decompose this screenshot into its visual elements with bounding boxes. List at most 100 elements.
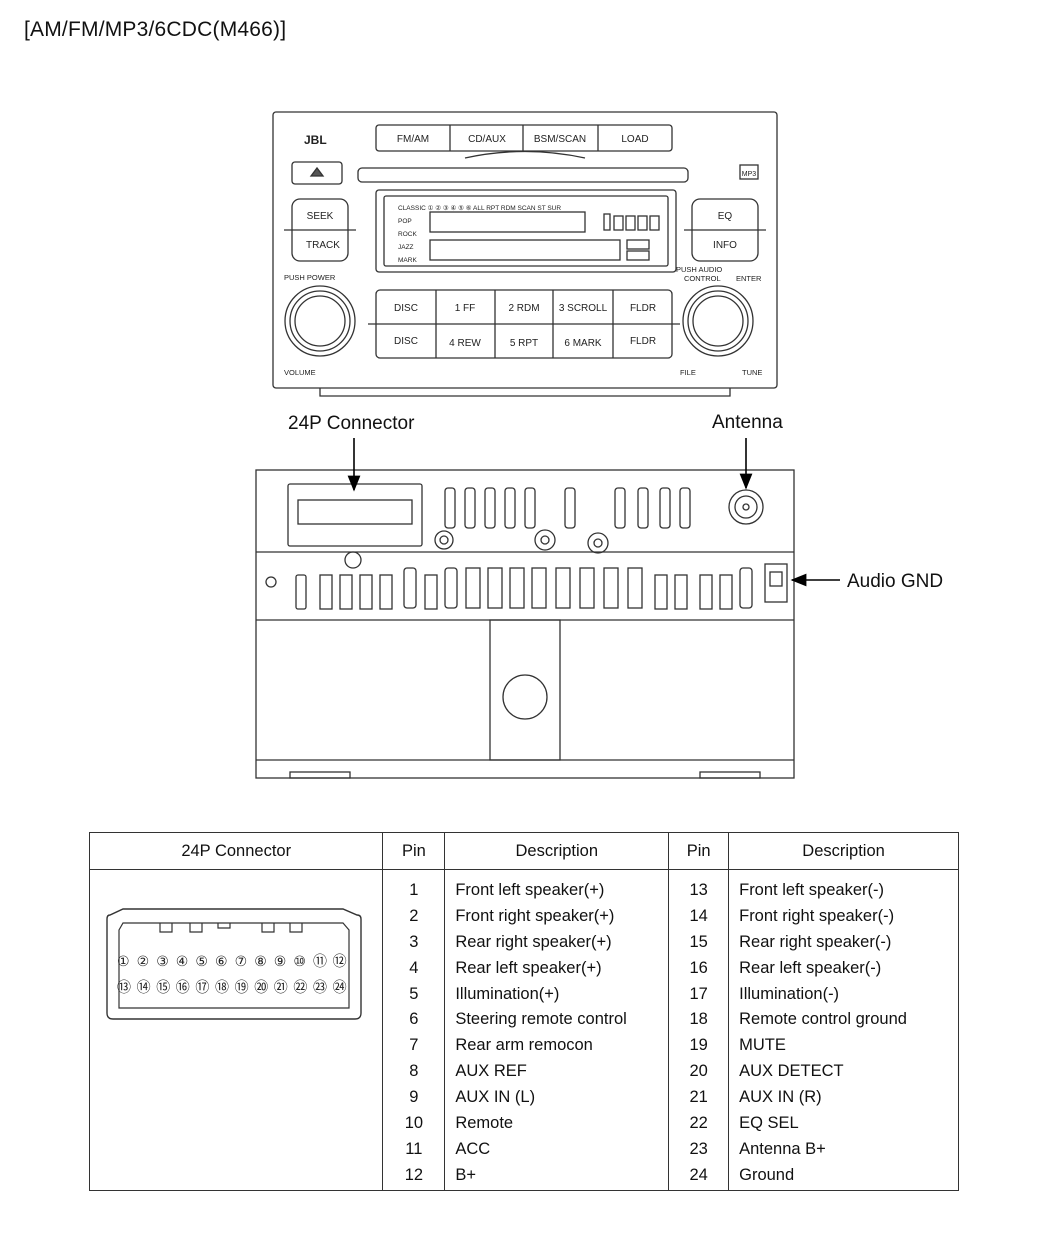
connector-pin-label: ⑦	[235, 954, 248, 970]
pin-number: 4	[409, 958, 419, 977]
push-audio-label: PUSH AUDIO	[676, 265, 722, 274]
pin-description: Front left speaker(+)	[455, 881, 605, 899]
push-power-label: PUSH POWER	[284, 273, 336, 282]
mp3-badge: MP3	[742, 171, 757, 178]
audio-gnd-terminal	[764, 563, 788, 603]
pin-number: 5	[409, 984, 419, 1003]
pin-description: Rear left speaker(-)	[739, 958, 882, 977]
display-mode-pop: POP	[398, 218, 412, 225]
connector-pin-label: ⑫	[333, 954, 347, 970]
pinout-table: 24P Connector Pin Description Pin Descri…	[88, 832, 959, 1191]
header-connector: 24P Connector	[88, 832, 384, 870]
header-description-left: Description	[444, 832, 670, 870]
folder-up-button: FLDR	[630, 303, 656, 314]
pin-number: 20	[689, 1062, 708, 1081]
preset-4-button: 4 REW	[449, 338, 481, 349]
pin-description: Rear right speaker(-)	[739, 932, 892, 951]
pin-number: 13	[689, 881, 708, 899]
display-indicators: CLASSIC ① ② ③ ④ ⑤ ⑥ ALL RPT RDM SCAN ST …	[398, 204, 561, 212]
preset-6-button: 6 MARK	[564, 338, 602, 349]
pin-number: 14	[689, 906, 708, 925]
pin-description: Ground	[739, 1165, 795, 1184]
pin-description: ACC	[455, 1139, 491, 1158]
volume-label: VOLUME	[284, 368, 316, 377]
rear-24p-connector	[287, 483, 423, 547]
fm-am-button: FM/AM	[397, 134, 429, 145]
connector-pin-label: ⑭	[137, 980, 151, 996]
pin-number: 18	[689, 1010, 708, 1029]
preset-2-button: 2 RDM	[508, 303, 539, 314]
pin-number: 17	[689, 984, 708, 1003]
display-mode-mark: MARK	[398, 257, 417, 264]
pin-number: 1	[409, 881, 419, 899]
pin-description: Rear left speaker(+)	[455, 958, 602, 977]
pin-description: AUX IN (R)	[739, 1088, 822, 1107]
pin-number: 22	[689, 1114, 708, 1133]
antenna-jack	[728, 489, 764, 525]
pin-number: 15	[689, 932, 708, 951]
radio-front-panel	[272, 111, 778, 397]
connector-pin-label: ②	[137, 954, 150, 970]
display-mode-jazz: JAZZ	[398, 244, 414, 251]
page-title: [AM/FM/MP3/6CDC(M466)]	[24, 18, 287, 41]
pin-description: Illumination(+)	[455, 984, 560, 1003]
load-button: LOAD	[621, 134, 648, 145]
connector-pin-label: ⑪	[313, 954, 327, 970]
pin-number: 8	[409, 1062, 419, 1081]
seek-button: SEEK	[307, 211, 334, 222]
control-label: CONTROL	[684, 274, 721, 283]
preset-3-button: 3 SCROLL	[559, 303, 608, 314]
connector-pin-label: ㉑	[274, 980, 288, 996]
pin-description: AUX DETECT	[739, 1062, 844, 1081]
pin-number: 7	[409, 1036, 419, 1055]
enter-label: ENTER	[736, 274, 762, 283]
pin-description: Antenna B+	[739, 1139, 826, 1158]
file-label: FILE	[680, 368, 696, 377]
connector-pin-label: ⑩	[293, 954, 306, 970]
pin-number: 23	[689, 1139, 708, 1158]
tune-label: TUNE	[742, 368, 762, 377]
connector-pin-label: ③	[156, 954, 169, 970]
connector-callout: 24P Connector	[288, 413, 415, 434]
pin-description: B+	[455, 1165, 476, 1184]
pin-number: 2	[409, 906, 419, 925]
radio-rear-view	[255, 469, 795, 779]
display-mode-rock: ROCK	[398, 231, 417, 238]
audio-gnd-callout: Audio GND	[847, 571, 944, 592]
left-desc-column: Front left speaker(+)Front right speaker…	[444, 869, 670, 1191]
brand-logo: JBL	[304, 133, 327, 147]
pin-description: MUTE	[739, 1036, 786, 1055]
pin-description: AUX REF	[455, 1062, 527, 1081]
pin-number: 6	[409, 1010, 419, 1029]
right-desc-column: Front left speaker(-)Front right speaker…	[728, 869, 959, 1191]
pin-description: Rear arm remocon	[455, 1036, 593, 1055]
pin-number: 3	[409, 932, 419, 951]
connector-pin-label: ⑬	[117, 980, 131, 996]
antenna-callout: Antenna	[712, 412, 783, 433]
connector-pin-label: ⑤	[195, 954, 208, 970]
lower-slots	[295, 567, 753, 610]
track-button: TRACK	[306, 240, 340, 251]
pin-number: 12	[404, 1165, 424, 1184]
pin-description: Steering remote control	[455, 1010, 627, 1029]
bsm-scan-button: BSM/SCAN	[534, 134, 586, 145]
callout-lines	[347, 438, 840, 587]
connector-pin-label: ⑰	[195, 980, 209, 996]
connector-pin-label: ⑮	[156, 980, 170, 996]
table-header-row: 24P Connector Pin Description Pin Descri…	[88, 832, 959, 870]
pin-description: Remote	[455, 1114, 514, 1133]
connector-pin-label: ⑧	[254, 954, 267, 970]
pin-description: Rear right speaker(+)	[455, 932, 612, 951]
pin-number: 21	[689, 1088, 708, 1107]
pin-description: AUX IN (L)	[455, 1088, 536, 1107]
connector-pin-label: ⑯	[176, 980, 190, 996]
info-button: INFO	[713, 240, 737, 251]
connector-pin-label: ⑱	[215, 980, 229, 996]
pin-number: 19	[689, 1036, 708, 1055]
connector-pin-label: ⑲	[235, 980, 249, 996]
